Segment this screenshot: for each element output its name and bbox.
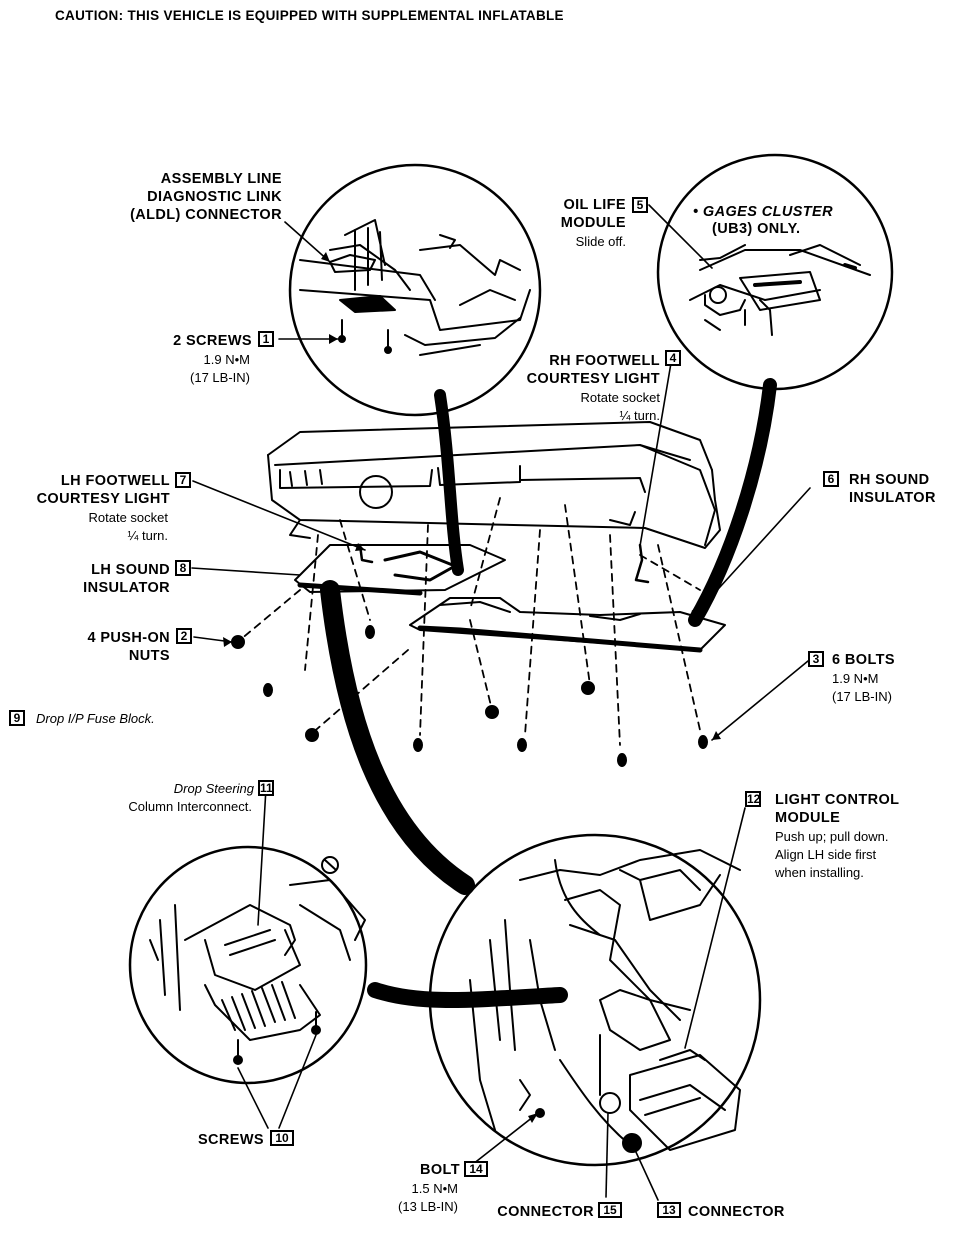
aldl-label-1: ASSEMBLY LINE bbox=[160, 171, 282, 187]
rh-sound-insulator bbox=[409, 597, 726, 653]
lh-footwell-label-2: COURTESY LIGHT bbox=[36, 491, 170, 507]
rh-footwell-action-1: Rotate socket bbox=[580, 390, 661, 405]
leader-band-steering bbox=[320, 580, 475, 895]
aldl-detail-circle bbox=[288, 163, 542, 417]
screws-torque: 1.9 N•M bbox=[203, 352, 250, 367]
gages-detail-circle bbox=[656, 153, 894, 391]
aldl-label-2: DIAGNOSTIC LINK bbox=[147, 189, 282, 205]
rh-footwell-label-1: RH FOOTWELL bbox=[549, 353, 660, 369]
lh-sound-label-2: INSULATOR bbox=[83, 580, 170, 596]
callout-4: 4 bbox=[665, 350, 681, 366]
callout-14: 14 bbox=[464, 1161, 488, 1177]
connector-13-label: CONNECTOR bbox=[688, 1204, 785, 1220]
lh-footwell-label-1: LH FOOTWELL bbox=[60, 473, 170, 489]
bolts-label: 6 BOLTS bbox=[832, 652, 895, 668]
steering-detail-circle bbox=[128, 845, 368, 1085]
rh-footwell-action-2: ¼ turn. bbox=[619, 408, 660, 423]
bolts-torque: 1.9 N•M bbox=[832, 671, 879, 686]
callout-5: 5 bbox=[632, 197, 648, 213]
oil-life-action: Slide off. bbox=[575, 234, 626, 249]
bolt-14-torque-lbin: (13 LB-IN) bbox=[398, 1199, 458, 1214]
steering-note-2: Column Interconnect. bbox=[128, 799, 252, 814]
callout-7: 7 bbox=[175, 472, 191, 488]
callout-13: 13 bbox=[657, 1202, 681, 1218]
leader-band-aldl bbox=[434, 389, 464, 576]
leader-band-lcm bbox=[367, 982, 568, 1008]
rh-sound-label-2: INSULATOR bbox=[849, 490, 936, 506]
rh-sound-label-1: RH SOUND bbox=[849, 472, 930, 488]
lcm-label-2: MODULE bbox=[775, 810, 841, 826]
lcm-note-3: when installing. bbox=[775, 865, 864, 880]
fasteners bbox=[231, 625, 708, 767]
aldl-label-3: (ALDL) CONNECTOR bbox=[130, 207, 282, 223]
callout-leaders bbox=[191, 204, 811, 1201]
fuse-block-note: Drop I/P Fuse Block. bbox=[36, 711, 155, 726]
gages-label-2: (UB3) ONLY. bbox=[712, 221, 801, 237]
push-on-nuts-label-2: NUTS bbox=[128, 648, 170, 664]
push-on-nuts-label-1: 4 PUSH-ON bbox=[87, 630, 170, 646]
screws-10-label: SCREWS bbox=[197, 1132, 264, 1148]
callout-1: 1 bbox=[258, 331, 274, 347]
callout-10: 10 bbox=[270, 1130, 294, 1146]
lcm-detail-circle bbox=[428, 833, 762, 1167]
lh-footwell-action-2: ¼ turn. bbox=[127, 528, 168, 543]
gages-label-1: • GAGES CLUSTER bbox=[693, 204, 833, 220]
lh-sound-label-1: LH SOUND bbox=[91, 562, 170, 578]
lcm-label-1: LIGHT CONTROL bbox=[775, 792, 900, 808]
callout-8: 8 bbox=[175, 560, 191, 576]
screws-label: 2 SCREWS bbox=[173, 333, 252, 349]
bolts-torque-lbin: (17 LB-IN) bbox=[832, 689, 892, 704]
oil-life-label-2: MODULE bbox=[560, 215, 626, 231]
arrowheads bbox=[223, 252, 721, 1123]
screws-torque-lbin: (17 LB-IN) bbox=[190, 370, 250, 385]
lcm-note-2: Align LH side first bbox=[775, 847, 877, 862]
bolt-14-label: BOLT bbox=[420, 1162, 460, 1178]
steering-note-1: Drop Steering bbox=[173, 781, 254, 796]
callout-12: 12 bbox=[745, 791, 761, 807]
callout-9: 9 bbox=[9, 710, 25, 726]
connector-15-label: CONNECTOR bbox=[497, 1204, 594, 1220]
fastener-paths bbox=[239, 497, 701, 746]
dash-panel bbox=[267, 421, 721, 549]
leader-band-gages bbox=[688, 378, 777, 627]
lcm-note-1: Push up; pull down. bbox=[775, 829, 889, 844]
bolt-14-torque: 1.5 N•M bbox=[411, 1181, 458, 1196]
callout-15: 15 bbox=[598, 1202, 622, 1218]
callout-11: 11 bbox=[258, 780, 274, 796]
oil-life-label-1: OIL LIFE bbox=[563, 197, 626, 213]
caution-text: CAUTION: THIS VEHICLE IS EQUIPPED WITH S… bbox=[55, 8, 564, 23]
callout-3: 3 bbox=[808, 651, 824, 667]
lh-sound-insulator bbox=[294, 544, 506, 596]
callout-2: 2 bbox=[176, 628, 192, 644]
rh-footwell-label-2: COURTESY LIGHT bbox=[526, 371, 660, 387]
lh-footwell-action-1: Rotate socket bbox=[88, 510, 169, 525]
callout-6: 6 bbox=[823, 471, 839, 487]
